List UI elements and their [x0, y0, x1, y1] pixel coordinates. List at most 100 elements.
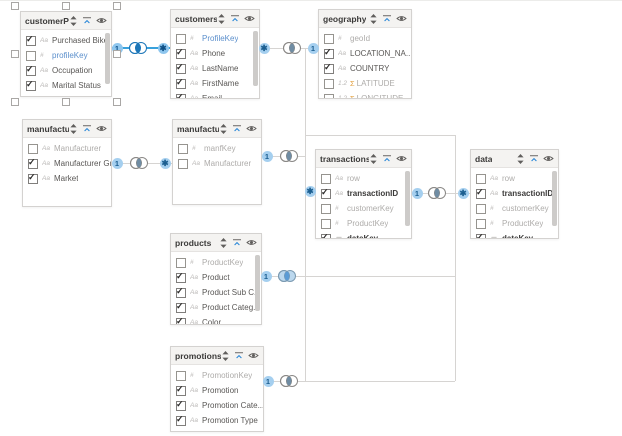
cardinality-badge[interactable]: ✱ [457, 187, 469, 199]
sort-fields-icon[interactable] [516, 153, 525, 164]
cardinality-badge[interactable]: 1 [111, 42, 123, 54]
field-checkbox[interactable] [176, 92, 186, 98]
field-row[interactable]: Aa Color [171, 315, 261, 324]
filter-direction-icon[interactable] [282, 41, 302, 60]
relationship-line-products-transactions[interactable] [260, 276, 455, 277]
field-row[interactable]: ▦ dateKey [316, 231, 411, 238]
field-row[interactable]: Aa LastName [171, 61, 259, 76]
table-header[interactable]: manufacture... [23, 120, 111, 138]
table-geography[interactable]: geography # geoId Aa LOCATION_NA... Aa C… [318, 9, 412, 99]
field-row[interactable]: Aa Manufacturer [23, 141, 111, 156]
field-checkbox[interactable] [176, 33, 186, 44]
field-row[interactable]: Aa row [316, 171, 411, 186]
table-scrollbar[interactable] [255, 255, 260, 311]
field-checkbox[interactable] [28, 172, 38, 184]
field-checkbox[interactable] [176, 384, 186, 396]
field-row[interactable]: # PromotionKey [171, 368, 263, 383]
cardinality-badge[interactable]: 1 [411, 187, 423, 199]
table-scrollbar[interactable] [405, 171, 410, 226]
filter-direction-icon[interactable] [128, 41, 148, 60]
field-row[interactable]: # ProfileKey [171, 31, 259, 46]
field-checkbox[interactable] [178, 143, 188, 154]
field-row[interactable]: # ProductKey [171, 255, 261, 270]
collapse-fields-icon[interactable] [232, 238, 242, 247]
field-checkbox[interactable] [176, 47, 186, 59]
selection-handle[interactable] [62, 2, 70, 10]
table-header[interactable]: customerPro... [21, 12, 111, 30]
cardinality-badge[interactable]: ✱ [157, 42, 169, 54]
sort-fields-icon[interactable] [69, 15, 78, 26]
visibility-eye-icon[interactable] [244, 14, 255, 23]
visibility-eye-icon[interactable] [246, 238, 257, 247]
field-row[interactable]: Aa transactionID [316, 186, 411, 201]
visibility-eye-icon[interactable] [543, 154, 554, 163]
visibility-eye-icon[interactable] [96, 124, 107, 133]
field-row[interactable]: # geoId [319, 31, 411, 46]
field-checkbox[interactable] [324, 47, 334, 59]
field-row[interactable]: Aa row [471, 171, 558, 186]
field-row[interactable]: Aa Purchased Bike [21, 33, 111, 48]
table-header[interactable]: data [471, 150, 558, 168]
field-checkbox[interactable] [324, 33, 334, 44]
filter-direction-icon[interactable] [279, 374, 299, 393]
field-row[interactable]: Aa Product [171, 270, 261, 285]
field-checkbox[interactable] [26, 34, 36, 46]
field-row[interactable]: Aa Market [23, 171, 111, 186]
visibility-eye-icon[interactable] [246, 124, 257, 133]
field-checkbox[interactable] [476, 173, 486, 184]
field-row[interactable]: Aa FirstName [171, 76, 259, 91]
table-header[interactable]: promotions [171, 347, 263, 365]
field-row[interactable]: Aa LOCATION_NA... [319, 46, 411, 61]
visibility-eye-icon[interactable] [396, 14, 407, 23]
sort-fields-icon[interactable] [219, 123, 228, 134]
table-transactions[interactable]: transactions Aa row Aa transactionID # c… [315, 149, 412, 239]
sort-fields-icon[interactable] [369, 153, 378, 164]
field-checkbox[interactable] [26, 64, 36, 76]
field-row[interactable]: Aa Promotion Type [171, 413, 263, 428]
cardinality-badge[interactable]: ✱ [159, 157, 171, 169]
field-checkbox[interactable] [324, 93, 334, 98]
field-checkbox[interactable] [176, 77, 186, 89]
filter-direction-icon[interactable] [277, 269, 297, 288]
table-header[interactable]: transactions [316, 150, 411, 168]
selection-handle[interactable] [11, 50, 19, 58]
field-checkbox[interactable] [321, 187, 331, 199]
sort-fields-icon[interactable] [69, 123, 78, 134]
table-header[interactable]: products [171, 234, 261, 252]
field-checkbox[interactable] [176, 316, 186, 324]
field-checkbox[interactable] [324, 78, 334, 89]
table-header[interactable]: customers [171, 10, 259, 28]
field-row[interactable]: # manfKey [173, 141, 261, 156]
cardinality-badge[interactable]: 1 [111, 157, 123, 169]
cardinality-badge[interactable]: ✱ [258, 42, 270, 54]
sort-fields-icon[interactable] [221, 350, 230, 361]
field-checkbox[interactable] [28, 157, 38, 169]
field-row[interactable]: ▦ dateKey [471, 231, 558, 238]
field-row[interactable]: # ProductKey [471, 216, 558, 231]
field-checkbox[interactable] [476, 232, 486, 238]
table-manufacturerGroups[interactable]: manufacture... Aa Manufacturer Aa Manufa… [22, 119, 112, 207]
field-checkbox[interactable] [176, 414, 186, 426]
relationship-line-promotions-transactions[interactable] [262, 381, 455, 382]
field-checkbox[interactable] [321, 232, 331, 238]
collapse-fields-icon[interactable] [382, 14, 392, 23]
table-scrollbar[interactable] [552, 171, 557, 226]
selection-handle[interactable] [62, 98, 70, 106]
field-checkbox[interactable] [176, 286, 186, 298]
field-checkbox[interactable] [176, 257, 186, 268]
visibility-eye-icon[interactable] [96, 16, 107, 25]
selection-handle[interactable] [11, 2, 19, 10]
collapse-fields-icon[interactable] [234, 351, 244, 360]
field-row[interactable]: 1.2 Σ LATITUDE [319, 76, 411, 91]
field-checkbox[interactable] [176, 399, 186, 411]
collapse-fields-icon[interactable] [232, 124, 242, 133]
field-checkbox[interactable] [476, 218, 486, 229]
collapse-fields-icon[interactable] [230, 14, 240, 23]
field-row[interactable]: Aa Occupation [21, 63, 111, 78]
field-row[interactable]: Aa Product Sub C... [171, 285, 261, 300]
collapse-fields-icon[interactable] [529, 154, 539, 163]
cardinality-badge[interactable]: 1 [261, 150, 273, 162]
filter-direction-icon[interactable] [279, 149, 299, 168]
field-checkbox[interactable] [476, 187, 486, 199]
field-checkbox[interactable] [28, 143, 38, 154]
